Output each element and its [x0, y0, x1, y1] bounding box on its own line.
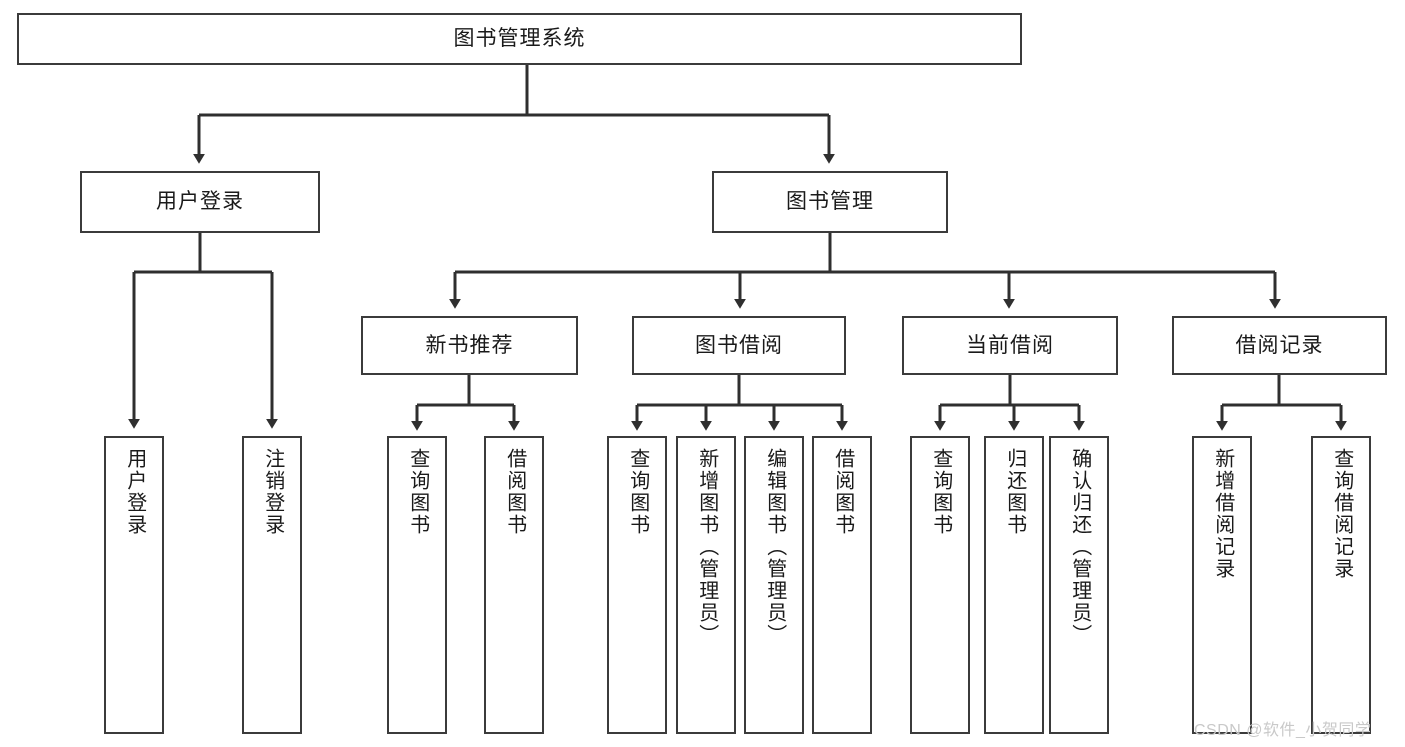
node-user-login[interactable]: 用户登录 — [80, 171, 320, 233]
node-current-borrow-label: 当前借阅 — [966, 333, 1054, 357]
node-book-manage-label: 图书管理 — [786, 190, 874, 214]
node-book-borrow[interactable]: 图书借阅 — [632, 316, 846, 375]
node-book-manage[interactable]: 图书管理 — [712, 171, 948, 233]
node-leaf-query-record[interactable]: 查询借阅记录 — [1311, 436, 1371, 734]
node-leaf-query-record-label: 查询借阅记录 — [1330, 448, 1353, 580]
node-leaf-confirm-return[interactable]: 确认归还（管理员） — [1049, 436, 1109, 734]
node-borrow-record[interactable]: 借阅记录 — [1172, 316, 1387, 375]
node-user-login-label: 用户登录 — [156, 190, 244, 214]
node-leaf-add-record-label: 新增借阅记录 — [1211, 448, 1234, 580]
node-leaf-borrow-book-1-label: 借阅图书 — [503, 448, 526, 536]
csdn-watermark: CSDN @软件_小贺同学 — [1194, 722, 1372, 739]
node-leaf-logout-label: 注销登录 — [261, 448, 284, 536]
node-current-borrow[interactable]: 当前借阅 — [902, 316, 1118, 375]
node-new-book-rec-label: 新书推荐 — [425, 333, 514, 357]
node-leaf-query-book-1-label: 查询图书 — [406, 448, 429, 536]
node-leaf-logout[interactable]: 注销登录 — [242, 436, 302, 734]
node-root-label: 图书管理系统 — [453, 27, 586, 51]
node-leaf-borrow-book-2[interactable]: 借阅图书 — [812, 436, 872, 734]
node-leaf-borrow-book-1[interactable]: 借阅图书 — [484, 436, 544, 734]
node-root[interactable]: 图书管理系统 — [17, 13, 1022, 65]
node-leaf-add-record[interactable]: 新增借阅记录 — [1192, 436, 1252, 734]
node-leaf-query-book-1[interactable]: 查询图书 — [387, 436, 447, 734]
node-new-book-rec[interactable]: 新书推荐 — [361, 316, 578, 375]
node-borrow-record-label: 借阅记录 — [1235, 333, 1324, 357]
node-leaf-add-book[interactable]: 新增图书（管理员） — [676, 436, 736, 734]
node-book-borrow-label: 图书借阅 — [695, 333, 783, 357]
node-leaf-query-book-2[interactable]: 查询图书 — [607, 436, 667, 734]
node-leaf-add-book-label: 新增图书（管理员） — [695, 448, 718, 646]
node-leaf-borrow-book-2-label: 借阅图书 — [831, 448, 854, 536]
node-leaf-edit-book[interactable]: 编辑图书（管理员） — [744, 436, 804, 734]
node-leaf-edit-book-label: 编辑图书（管理员） — [763, 448, 786, 646]
node-leaf-query-book-3[interactable]: 查询图书 — [910, 436, 970, 734]
node-leaf-query-book-3-label: 查询图书 — [929, 448, 952, 536]
node-leaf-user-login[interactable]: 用户登录 — [104, 436, 164, 734]
node-leaf-query-book-2-label: 查询图书 — [626, 448, 649, 536]
node-leaf-user-login-label: 用户登录 — [123, 448, 146, 536]
node-leaf-return-book-label: 归还图书 — [1003, 448, 1026, 536]
node-leaf-confirm-return-label: 确认归还（管理员） — [1068, 448, 1091, 646]
node-leaf-return-book[interactable]: 归还图书 — [984, 436, 1044, 734]
